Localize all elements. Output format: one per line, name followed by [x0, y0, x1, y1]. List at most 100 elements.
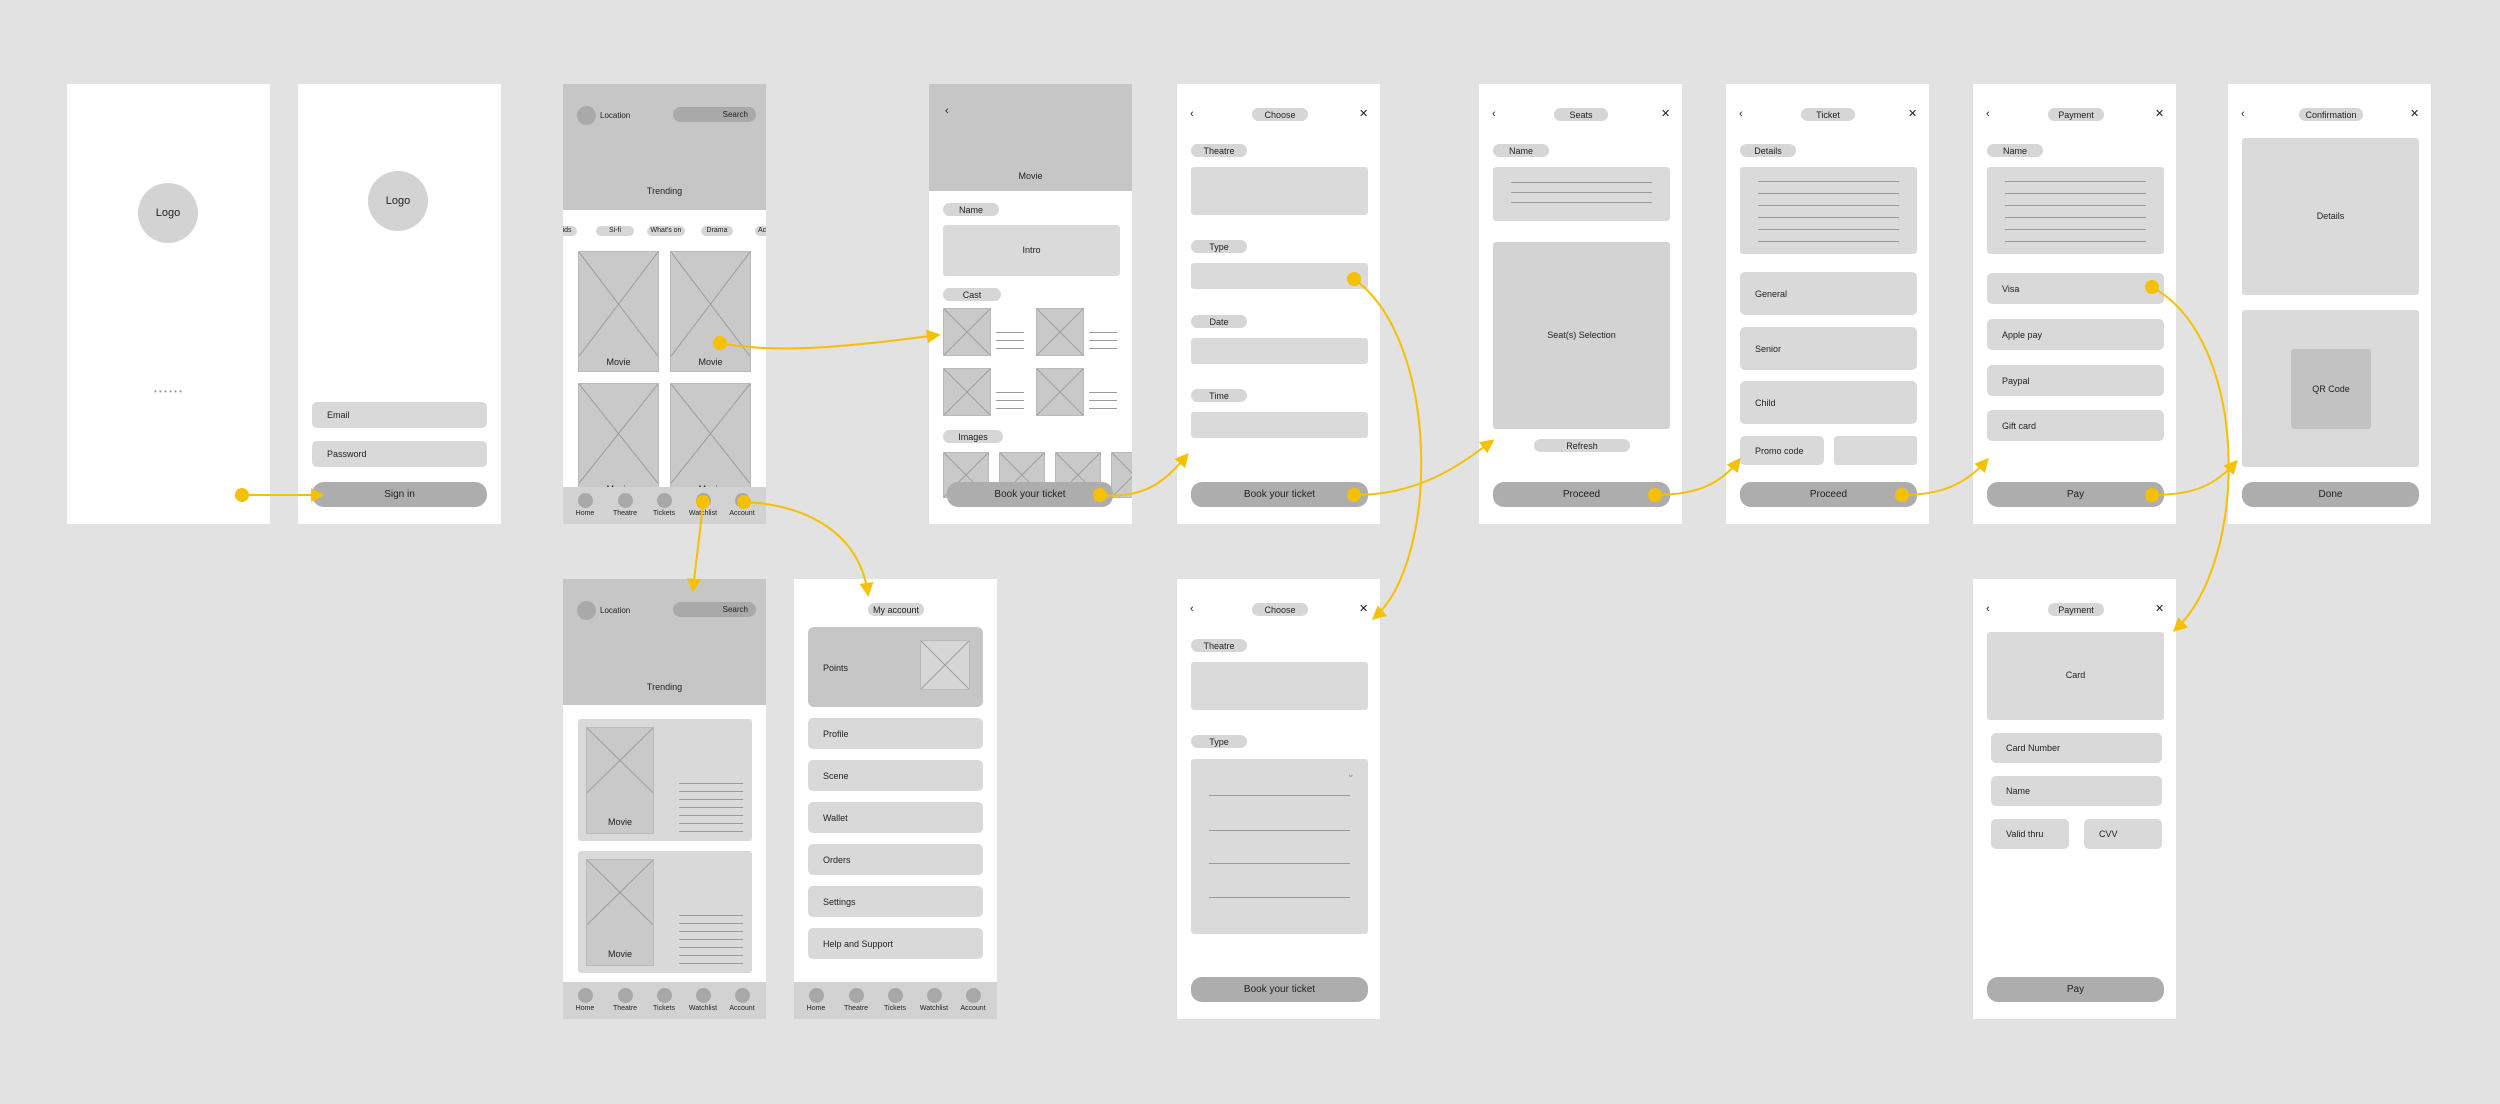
chevron-left-icon[interactable]: ‹: [1190, 603, 1194, 615]
date-field[interactable]: [1191, 338, 1368, 364]
location-avatar[interactable]: [577, 106, 596, 125]
nav-theatre[interactable]: Theatre: [610, 982, 640, 1012]
theatre-icon: [617, 988, 633, 1003]
ticket-type-general[interactable]: General: [1740, 272, 1917, 315]
nav-home[interactable]: Home: [570, 487, 600, 517]
nav-home[interactable]: Home: [801, 982, 831, 1012]
time-field[interactable]: [1191, 412, 1368, 438]
genre-chip[interactable]: Ac: [755, 226, 766, 236]
nav-watchlist[interactable]: Watchlist: [688, 487, 718, 517]
search-bar[interactable]: Search: [673, 602, 756, 617]
menu-help-support[interactable]: Help and Support: [808, 928, 983, 959]
nav-watchlist[interactable]: Watchlist: [688, 982, 718, 1012]
nav-tickets[interactable]: Tickets: [880, 982, 910, 1012]
done-button[interactable]: Done: [2242, 482, 2419, 507]
movie-card[interactable]: Movie: [578, 383, 659, 499]
cvv-field[interactable]: CVV: [2084, 819, 2162, 849]
payment-apple-pay[interactable]: Apple pay: [1987, 319, 2164, 350]
genre-chip[interactable]: Drama: [701, 226, 733, 236]
home-icon: [577, 493, 593, 508]
genre-chip[interactable]: What's on: [647, 226, 685, 236]
qr-code: QR Code: [2291, 349, 2371, 429]
type-field[interactable]: [1191, 263, 1368, 289]
close-icon[interactable]: ✕: [2155, 108, 2165, 120]
nav-theatre[interactable]: Theatre: [841, 982, 871, 1012]
logo: Logo: [138, 183, 198, 243]
nav-tickets[interactable]: Tickets: [649, 487, 679, 517]
payment-gift-card[interactable]: Gift card: [1987, 410, 2164, 441]
cast-photo: [1036, 308, 1084, 356]
menu-orders[interactable]: Orders: [808, 844, 983, 875]
payment-visa[interactable]: Visa: [1987, 273, 2164, 304]
chevron-left-icon[interactable]: ‹: [1739, 108, 1743, 120]
menu-settings[interactable]: Settings: [808, 886, 983, 917]
sign-in-button[interactable]: Sign in: [312, 482, 487, 507]
nav-account[interactable]: Account: [727, 982, 757, 1012]
screen-title: Seats: [1554, 108, 1608, 121]
movie-row[interactable]: Movie: [578, 719, 752, 841]
bottom-nav: Home Theatre Tickets Watchlist Account: [563, 982, 766, 1019]
proceed-button[interactable]: Proceed: [1740, 482, 1917, 507]
seats-screen: ‹ Seats ✕ Name Seat(s) Selection Refresh…: [1479, 84, 1682, 524]
theatre-field[interactable]: [1191, 662, 1368, 710]
movie-card[interactable]: Movie: [670, 383, 751, 499]
pay-button[interactable]: Pay: [1987, 977, 2164, 1002]
movie-caption: Movie: [607, 817, 632, 827]
choose-screen: ‹ Choose ✕ Theatre Type Date Time Book y…: [1177, 84, 1380, 524]
genre-filter: ids Si-fi What's on Drama Ac: [563, 226, 766, 238]
location-avatar[interactable]: [577, 601, 596, 620]
chevron-left-icon[interactable]: ‹: [945, 105, 949, 117]
pay-button[interactable]: Pay: [1987, 482, 2164, 507]
chevron-left-icon[interactable]: ‹: [1190, 108, 1194, 120]
movie-caption: Movie: [698, 357, 723, 367]
account-icon: [965, 988, 981, 1003]
nav-theatre[interactable]: Theatre: [610, 487, 640, 517]
promo-code-input[interactable]: [1834, 436, 1917, 465]
chevron-left-icon[interactable]: ‹: [1986, 603, 1990, 615]
book-ticket-button[interactable]: Book your ticket: [1191, 482, 1368, 507]
menu-profile[interactable]: Profile: [808, 718, 983, 749]
chevron-down-icon[interactable]: ⌄: [1347, 769, 1355, 779]
seat-map[interactable]: Seat(s) Selection: [1493, 242, 1670, 429]
payment-paypal[interactable]: Paypal: [1987, 365, 2164, 396]
points-card[interactable]: Points: [808, 627, 983, 707]
trending-banner[interactable]: Trending: [646, 682, 683, 692]
search-bar[interactable]: Search: [673, 107, 756, 122]
close-icon[interactable]: ✕: [2410, 108, 2420, 120]
menu-wallet[interactable]: Wallet: [808, 802, 983, 833]
type-dropdown[interactable]: ⌄: [1191, 759, 1368, 934]
nav-account[interactable]: Account: [958, 982, 988, 1012]
nav-account[interactable]: Account: [727, 487, 757, 517]
menu-scene[interactable]: Scene: [808, 760, 983, 791]
close-icon[interactable]: ✕: [1359, 108, 1369, 120]
email-field[interactable]: Email: [312, 402, 487, 428]
nav-watchlist[interactable]: Watchlist: [919, 982, 949, 1012]
cardholder-name-field[interactable]: Name: [1991, 776, 2162, 806]
chevron-left-icon[interactable]: ‹: [1986, 108, 1990, 120]
valid-thru-field[interactable]: Valid thru: [1991, 819, 2069, 849]
theatre-field[interactable]: [1191, 167, 1368, 215]
refresh-button[interactable]: Refresh: [1534, 439, 1630, 452]
ticket-type-senior[interactable]: Senior: [1740, 327, 1917, 370]
card-number-field[interactable]: Card Number: [1991, 733, 2162, 763]
chevron-left-icon[interactable]: ‹: [1492, 108, 1496, 120]
movie-card[interactable]: Movie: [670, 251, 751, 372]
proceed-button[interactable]: Proceed: [1493, 482, 1670, 507]
password-field[interactable]: Password: [312, 441, 487, 467]
nav-home[interactable]: Home: [570, 982, 600, 1012]
close-icon[interactable]: ✕: [2155, 603, 2165, 615]
book-ticket-button[interactable]: Book your ticket: [1191, 977, 1368, 1002]
gallery-image[interactable]: [1111, 452, 1132, 498]
close-icon[interactable]: ✕: [1661, 108, 1671, 120]
nav-tickets[interactable]: Tickets: [649, 982, 679, 1012]
close-icon[interactable]: ✕: [1908, 108, 1918, 120]
chevron-left-icon[interactable]: ‹: [2241, 108, 2245, 120]
trending-banner[interactable]: Trending: [646, 186, 683, 196]
genre-chip[interactable]: Si-fi: [596, 226, 634, 236]
ticket-type-child[interactable]: Child: [1740, 381, 1917, 424]
book-ticket-button[interactable]: Book your ticket: [947, 482, 1113, 507]
movie-card[interactable]: Movie: [578, 251, 659, 372]
close-icon[interactable]: ✕: [1359, 603, 1369, 615]
movie-row[interactable]: Movie: [578, 851, 752, 973]
genre-chip[interactable]: ids: [563, 226, 577, 236]
